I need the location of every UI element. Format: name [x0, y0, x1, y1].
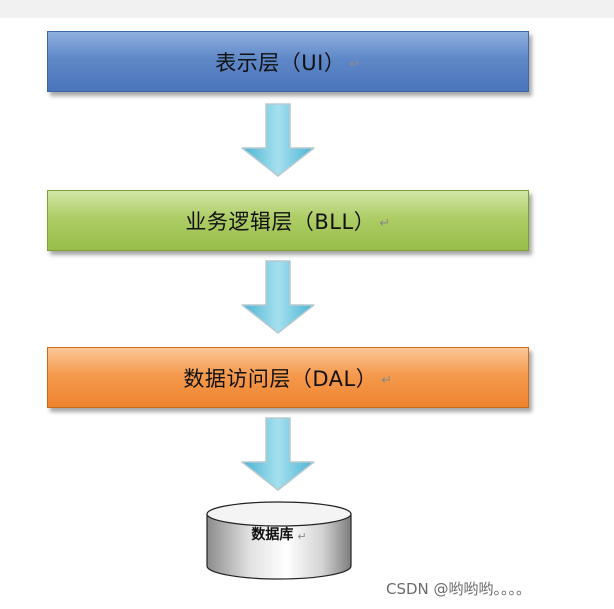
return-mark: ↵ — [297, 529, 307, 543]
return-mark: ↵ — [381, 373, 393, 388]
down-arrow-icon — [241, 417, 315, 491]
csdn-watermark: CSDN @哟哟哟。。。。 — [386, 580, 532, 598]
layer-dal: 数据访问层（DAL） ↵ — [47, 347, 529, 408]
down-arrow-icon — [241, 103, 315, 177]
layer-bll-label: 业务逻辑层（BLL） — [185, 209, 376, 234]
layer-dal-label: 数据访问层（DAL） — [183, 366, 378, 391]
down-arrow-icon — [241, 260, 315, 334]
return-mark: ↵ — [379, 216, 391, 231]
layer-ui: 表示层（UI） ↵ — [47, 31, 529, 92]
top-band — [0, 0, 614, 18]
database-cylinder-icon — [206, 501, 352, 580]
layer-ui-label: 表示层（UI） — [215, 50, 346, 75]
layer-bll: 业务逻辑层（BLL） ↵ — [47, 190, 529, 251]
database-label-text: 数据库 — [251, 527, 294, 543]
return-mark: ↵ — [349, 57, 361, 72]
database-label: 数据库 ↵ — [205, 520, 353, 548]
